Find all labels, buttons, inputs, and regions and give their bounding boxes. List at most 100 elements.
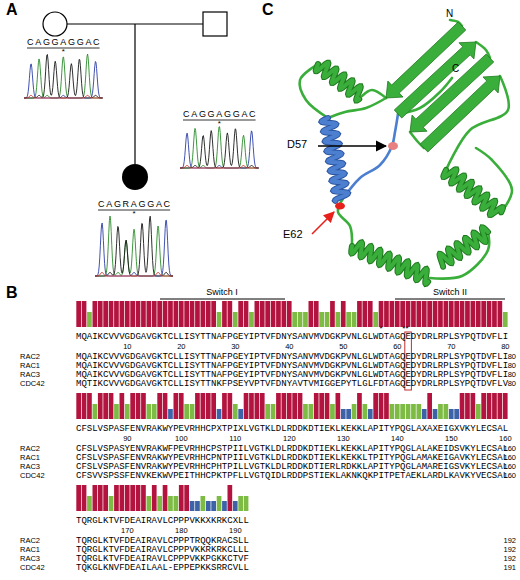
conservation-bar	[76, 485, 81, 511]
residue-label: D57	[287, 139, 307, 150]
affected-child-symbol	[122, 164, 148, 190]
position-number: 150	[445, 435, 458, 443]
conservation-bar	[433, 409, 438, 419]
chromatogram-trace	[180, 127, 259, 168]
alpha-helix	[316, 63, 361, 101]
conservation-bar	[357, 393, 362, 419]
conservation-bar	[325, 312, 330, 327]
position-number: 160	[499, 435, 512, 443]
protein-name: RAC2	[20, 537, 40, 545]
conservation-bar	[357, 301, 362, 327]
conservation-bar	[103, 393, 108, 419]
conservation-bar	[125, 404, 130, 419]
panel-letter: A	[6, 2, 18, 18]
residue-count: 192	[503, 555, 516, 563]
conservation-bar	[195, 393, 200, 419]
conservation-bar	[449, 301, 454, 327]
conservation-bar	[217, 496, 222, 511]
position-number: 70	[447, 343, 455, 351]
conservation-bar	[271, 301, 276, 327]
conservation-bar	[303, 312, 308, 327]
conservation-bar	[454, 301, 459, 327]
switch-line	[160, 299, 285, 300]
terminus-label: N	[446, 9, 453, 19]
conservation-bar	[217, 312, 222, 327]
conservation-bar	[141, 301, 146, 327]
conservation-bar	[444, 301, 449, 327]
conservation-bar	[233, 404, 238, 419]
conservation-bar	[201, 496, 206, 511]
conservation-bars	[76, 301, 507, 511]
position-number: 50	[339, 343, 347, 351]
conservation-bar	[93, 485, 98, 511]
conservation-bar	[141, 485, 146, 511]
conservation-bar	[309, 404, 314, 419]
residue-count: 160	[503, 445, 516, 453]
position-number: 100	[175, 435, 188, 443]
conservation-bar	[184, 404, 189, 419]
conservation-bar	[298, 393, 303, 419]
position-number: 80	[501, 343, 509, 351]
conservation-bar	[152, 485, 157, 511]
switch-label: Switch II	[433, 288, 467, 297]
aligned-sequence: CFSLVSPASYENVRAKWFPEVRHHCPSTPIILVGTKLDLR…	[76, 445, 508, 454]
conservation-bar	[384, 301, 389, 327]
conservation-bar	[114, 485, 119, 511]
mother-symbol	[43, 12, 67, 36]
conservation-bar	[373, 312, 378, 327]
conservation-bar	[168, 409, 173, 419]
conservation-bar	[303, 404, 308, 419]
conservation-bar	[379, 301, 384, 327]
residue-marker: **	[402, 325, 408, 333]
conservation-bar	[222, 393, 227, 419]
conservation-bar	[147, 496, 152, 511]
conservation-bar	[406, 301, 411, 327]
pointer-arrow	[312, 212, 334, 234]
conservation-bar	[314, 301, 319, 327]
conservation-bar	[82, 393, 87, 419]
position-number: 190	[229, 527, 242, 535]
conservation-bar	[395, 404, 400, 419]
conservation-bar	[352, 312, 357, 327]
conservation-bar	[444, 404, 449, 419]
residue-count: 80	[508, 371, 516, 379]
conservation-bar	[265, 301, 270, 327]
conservation-bar	[211, 393, 216, 419]
conservation-bar	[400, 301, 405, 327]
conservation-bar	[152, 404, 157, 419]
conservation-bar	[384, 393, 389, 419]
sequence-read: CAGRAGGAC	[98, 200, 172, 209]
conservation-bar	[103, 485, 108, 511]
conservation-bar	[438, 301, 443, 327]
position-number: 120	[283, 435, 296, 443]
conservation-bar	[152, 301, 157, 327]
sequence-read: CAGGAGGAC	[183, 110, 257, 119]
sequence-read: CAGGAGGAC	[27, 38, 101, 47]
alpha-helix	[440, 227, 488, 266]
conservation-bar	[406, 404, 411, 419]
conservation-bar	[211, 501, 216, 511]
bar-group	[76, 393, 507, 419]
chromatogram-trace	[24, 54, 103, 98]
conservation-bar	[120, 393, 125, 419]
conservation-bar	[476, 404, 481, 419]
chromatogram-trace	[180, 165, 259, 168]
conservation-bar	[174, 301, 179, 327]
chromatogram-trace	[95, 272, 173, 276]
chromatogram-trace	[95, 220, 173, 276]
consensus-sequence: CFSLVSPASFENVRAKWYPEVRHHCPXTPIXLVGTKLDLR…	[76, 425, 508, 434]
conservation-bar	[201, 393, 206, 419]
aligned-sequence: CFSVVSPSSFENVKEKWVPEITHHCPKTPFLLVGTQIDLR…	[76, 472, 508, 481]
aligned-sequence: MQAIKCVVVGDGAVGKTCLLISYTTNAFPGEYIPTVFDNY…	[76, 371, 508, 380]
conservation-bar	[336, 312, 341, 327]
chromatogram-trace	[24, 54, 103, 98]
conservation-bar	[255, 301, 260, 327]
conservation-bar	[120, 485, 125, 511]
consensus-sequence: TQRGLKTVFDEAIRAVLCPPPVKKXKRKCXLL	[76, 517, 249, 526]
beta-strand	[420, 76, 500, 152]
conservation-bar	[87, 393, 92, 419]
conservation-bar	[465, 301, 470, 327]
protein-name: RAC1	[20, 362, 40, 370]
coil-loop	[362, 90, 386, 98]
switch-brackets	[160, 299, 505, 300]
